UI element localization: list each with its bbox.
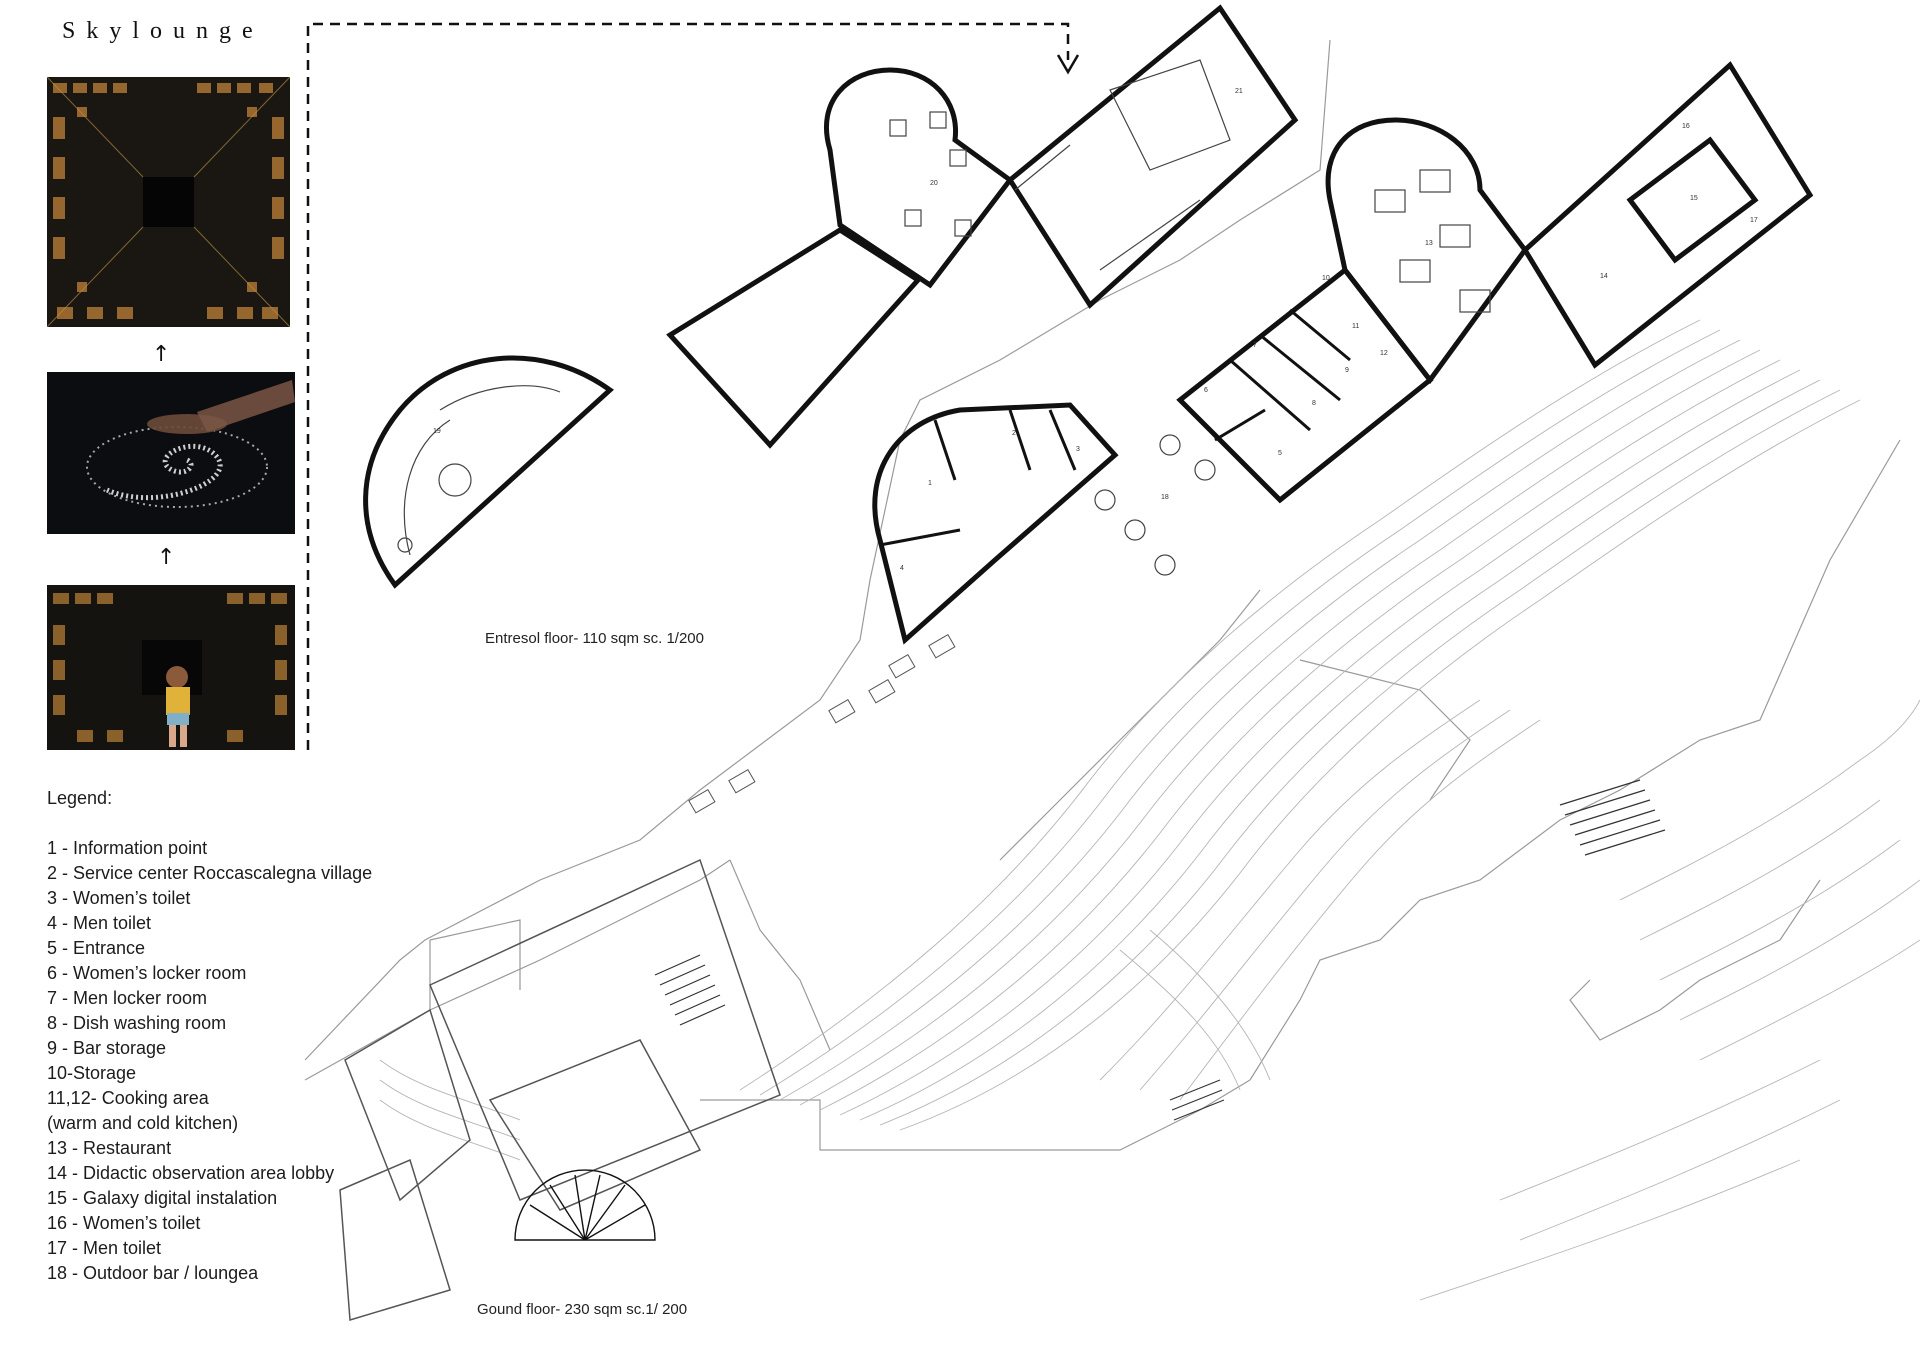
room-number-3: 3: [1076, 446, 1080, 453]
up-arrow-icon: ↑: [152, 342, 171, 367]
site-outline: [304, 39, 1901, 1151]
entresol-furniture: [397, 385, 561, 556]
restaurant-tables: [1374, 169, 1491, 313]
legend-item: 7 - Men locker room: [47, 988, 208, 1008]
legend-item: 6 - Women’s locker room: [47, 963, 247, 983]
room-number-6: 6: [1204, 387, 1208, 394]
legend-item: 14 - Didactic observation area lobby: [47, 1163, 335, 1183]
room-numbers: 1 2 3 4 5 6 7 8 9 10 11 12 13 14 15 16 1…: [433, 88, 1758, 572]
up-arrow-icon: ↑: [157, 545, 176, 570]
pavilion-partitions: [879, 409, 1077, 547]
room-number-19: 19: [433, 428, 441, 435]
galaxy-spiral-photo: [47, 372, 295, 534]
legend-item: 2 - Service center Roccascalegna village: [47, 863, 373, 883]
legend-item: 11,12- Cooking area: [47, 1088, 209, 1108]
room-number-14: 14: [1600, 273, 1608, 280]
legend-item: 4 - Men toilet: [47, 913, 152, 933]
room-number-13: 13: [1425, 240, 1433, 247]
legend-item: 10-Storage: [47, 1063, 137, 1083]
room-number-15: 15: [1690, 195, 1698, 202]
legend: Legend: 1 - Information point 2 - Service…: [47, 786, 372, 1286]
outdoor-tables: [688, 633, 956, 814]
legend-item: 15 - Galaxy digital instalation: [47, 1188, 278, 1208]
room-number-12: 12: [1380, 350, 1388, 357]
room-number-9: 9: [1345, 367, 1349, 374]
entresol-caption: Entresol floor- 110 sqm sc. 1/200: [485, 630, 704, 647]
room-number-11: 11: [1352, 323, 1359, 330]
kitchen-block: [1176, 266, 1434, 504]
ground-floor-caption: Gound floor- 230 sqm sc.1/ 200: [477, 1301, 688, 1318]
restaurant-block: [1325, 117, 1529, 385]
legend-item: 13 - Restaurant: [47, 1138, 172, 1158]
legend-item: 8 - Dish washing room: [47, 1013, 227, 1033]
terrain-contours: [379, 319, 1920, 1301]
legend-item: 9 - Bar storage: [47, 1038, 167, 1058]
ground-pavilion-services: [872, 402, 1119, 645]
room-number-4: 4: [900, 565, 904, 572]
dashed-connector-line: [306, 22, 1070, 750]
room-number-8: 8: [1312, 400, 1316, 407]
room-number-5: 5: [1278, 450, 1282, 457]
observation-lobby-block: [1521, 61, 1814, 369]
room-number-1: 1: [928, 480, 932, 487]
legend-heading: Legend:: [47, 788, 113, 808]
page-title: Skylounge: [62, 18, 264, 44]
room-number-20: 20: [930, 180, 938, 187]
room-number-7: 7: [1253, 342, 1257, 349]
room-number-16: 16: [1682, 123, 1690, 130]
entresol-upper-details: [889, 59, 1231, 271]
legend-item: 17 - Men toilet: [47, 1238, 162, 1258]
outdoor-bar-tables: [1094, 434, 1216, 576]
legend-item: 18 - Outdoor bar / loungea: [47, 1263, 259, 1283]
spiral-staircase: [514, 1169, 656, 1241]
legend-item: 16 - Women’s toilet: [47, 1213, 201, 1233]
ground-floor-terrace: [339, 858, 781, 1321]
room-number-18: 18: [1161, 494, 1169, 501]
kitchen-partitions: [1214, 308, 1351, 442]
room-number-21: 21: [1235, 88, 1243, 95]
entresol-lounge-plan: [363, 355, 614, 589]
child-in-screen-tunnel-photo: [47, 585, 295, 750]
legend-item: 3 - Women’s toilet: [47, 888, 191, 908]
entresol-upper-block: [666, 4, 1299, 449]
tunnel-screens-photo: [47, 77, 290, 327]
terrace-stairs: [654, 779, 1666, 1121]
legend-item: 5 - Entrance: [47, 938, 146, 958]
room-number-10: 10: [1322, 275, 1330, 282]
legend-item: 1 - Information point: [47, 838, 208, 858]
room-number-2: 2: [1012, 430, 1016, 437]
room-number-17: 17: [1750, 217, 1758, 224]
legend-item: (warm and cold kitchen): [47, 1113, 239, 1133]
down-arrow-icon: [1056, 54, 1080, 75]
